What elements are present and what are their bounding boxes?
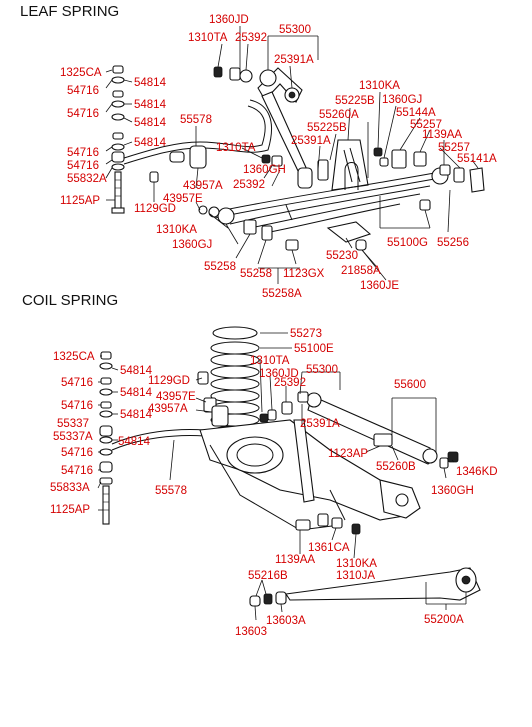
part-label: 55578 <box>155 485 187 497</box>
stabilizer-link-stack-leaf <box>111 65 125 214</box>
part-label: 1325CA <box>60 67 102 79</box>
part-label: 54716 <box>61 465 93 477</box>
part-label: 55225B <box>335 95 375 107</box>
part-label: 54814 <box>120 387 153 399</box>
part-label: 1310KA <box>336 558 377 570</box>
part-label: 43957A <box>183 180 223 192</box>
part-label: 54814 <box>118 436 151 448</box>
part-label: 54814 <box>134 137 167 149</box>
part-label: 25391A <box>300 418 340 430</box>
part-label: 54716 <box>61 447 93 459</box>
part-label: 54716 <box>67 108 99 120</box>
coil-spring-part-labels: 55273 55100E 1310TA 1360JD 55300 25392 2… <box>50 328 498 638</box>
part-label: 55258A <box>262 288 302 300</box>
part-label: 13603A <box>266 615 306 627</box>
part-label: 55337 <box>57 418 89 430</box>
part-label: 55833A <box>50 482 90 494</box>
part-label: 1360GJ <box>382 94 422 106</box>
part-label: 25392 <box>233 179 265 191</box>
part-label: 55600 <box>394 379 426 391</box>
part-label: 25392 <box>235 32 267 44</box>
part-label: 1360JD <box>259 368 299 380</box>
part-label: 43957A <box>148 403 188 415</box>
spring-hanger <box>331 139 369 191</box>
part-label: 1360GH <box>431 485 474 497</box>
part-label: 55256 <box>437 237 469 249</box>
coil-spring-illustration <box>99 326 481 607</box>
part-label: 55260B <box>376 461 416 473</box>
part-label: 54814 <box>120 409 153 421</box>
part-label: 54716 <box>67 147 99 159</box>
part-label: 1346KD <box>456 466 498 478</box>
part-label: 43957E <box>163 193 203 205</box>
part-label: 1310TA <box>216 142 256 154</box>
part-label: 55144A <box>396 107 436 119</box>
leaf-spring-part-labels: 1360JD 1310TA 25392 55300 25391A 1325CA … <box>60 14 497 300</box>
part-label: 55257 <box>438 142 470 154</box>
part-label: 54716 <box>61 400 93 412</box>
part-label: 21858A <box>341 265 381 277</box>
coil-spring-leader-lines <box>97 332 467 621</box>
part-label: 55260A <box>319 109 359 121</box>
part-label: 1310KA <box>156 224 197 236</box>
part-label: 55258 <box>240 268 272 280</box>
part-label: 1125AP <box>50 504 90 516</box>
part-label: 1310TA <box>188 32 228 44</box>
part-label: 55257 <box>410 119 442 131</box>
part-label: 55337A <box>53 431 93 443</box>
part-label: 1139AA <box>422 129 462 141</box>
part-label: 1123GX <box>283 268 325 280</box>
part-label: 1310TA <box>250 355 290 367</box>
part-label: 55230 <box>326 250 358 262</box>
lateral-rod <box>306 392 438 465</box>
shock-absorber <box>293 419 315 503</box>
part-label: 55141A <box>457 153 497 165</box>
part-label: 1129GD <box>134 203 176 215</box>
part-label: 55100G <box>387 237 428 249</box>
part-label: 1139AA <box>275 554 315 566</box>
part-label: 54814 <box>134 77 167 89</box>
part-label: 1360JE <box>360 280 399 292</box>
leaf-spring-pack <box>214 167 449 233</box>
part-label: 55100E <box>294 343 334 355</box>
part-label: 55200A <box>424 614 464 626</box>
coil-spring-heading: COIL SPRING <box>22 292 118 309</box>
part-label: 55216B <box>248 570 288 582</box>
part-label: 55273 <box>290 328 322 340</box>
part-label: 1361CA <box>308 542 350 554</box>
part-label: 1310JA <box>336 570 375 582</box>
part-label: 25392 <box>274 377 306 389</box>
leaf-spring-heading: LEAF SPRING <box>20 3 119 20</box>
stabilizer-bar-leaf <box>123 105 266 159</box>
part-label: 54716 <box>61 377 93 389</box>
part-label: 13603 <box>235 626 267 638</box>
part-label: 54814 <box>134 117 167 129</box>
part-label: 1123AP <box>328 448 368 460</box>
part-label: 1360GH <box>243 164 286 176</box>
part-label: 55300 <box>279 24 311 36</box>
part-label: 55832A <box>67 173 107 185</box>
part-label: 55225B <box>307 122 347 134</box>
part-label: 25391A <box>291 135 331 147</box>
part-label: 1125AP <box>60 195 100 207</box>
part-label: 54814 <box>120 365 153 377</box>
stabilizer-link-stack-coil <box>99 351 113 525</box>
part-label: 1325CA <box>53 351 95 363</box>
part-label: 54716 <box>67 160 99 172</box>
part-label: 55578 <box>180 114 212 126</box>
part-label: 43957E <box>156 391 196 403</box>
part-label: 55258 <box>204 261 236 273</box>
part-label: 54814 <box>134 99 167 111</box>
part-label: 25391A <box>274 54 314 66</box>
part-label: 1129GD <box>148 375 190 387</box>
part-label: 1360GJ <box>172 239 212 251</box>
part-label: 55300 <box>306 364 338 376</box>
part-label: 1360JD <box>209 14 249 26</box>
part-label: 54716 <box>67 85 99 97</box>
leaf-spring-leader-lines <box>105 26 479 284</box>
part-label: 1310KA <box>359 80 400 92</box>
